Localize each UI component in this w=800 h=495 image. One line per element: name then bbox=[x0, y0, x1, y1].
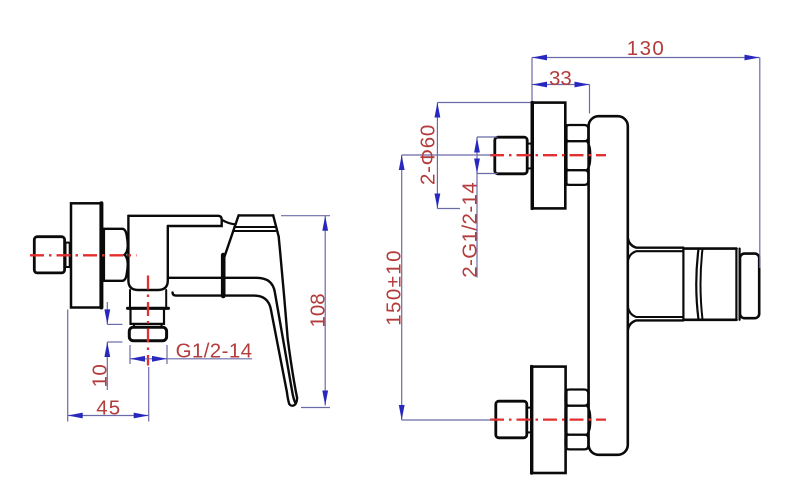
svg-text:130: 130 bbox=[627, 37, 665, 60]
svg-text:33: 33 bbox=[549, 67, 572, 90]
svg-text:G1/2-14: G1/2-14 bbox=[176, 339, 253, 362]
svg-text:45: 45 bbox=[96, 396, 121, 419]
svg-text:2-Φ60: 2-Φ60 bbox=[416, 124, 439, 185]
svg-text:10: 10 bbox=[88, 364, 111, 388]
svg-text:2-G1/2-14: 2-G1/2-14 bbox=[458, 182, 481, 278]
svg-text:150±10: 150±10 bbox=[383, 249, 406, 326]
svg-text:108: 108 bbox=[307, 293, 330, 327]
